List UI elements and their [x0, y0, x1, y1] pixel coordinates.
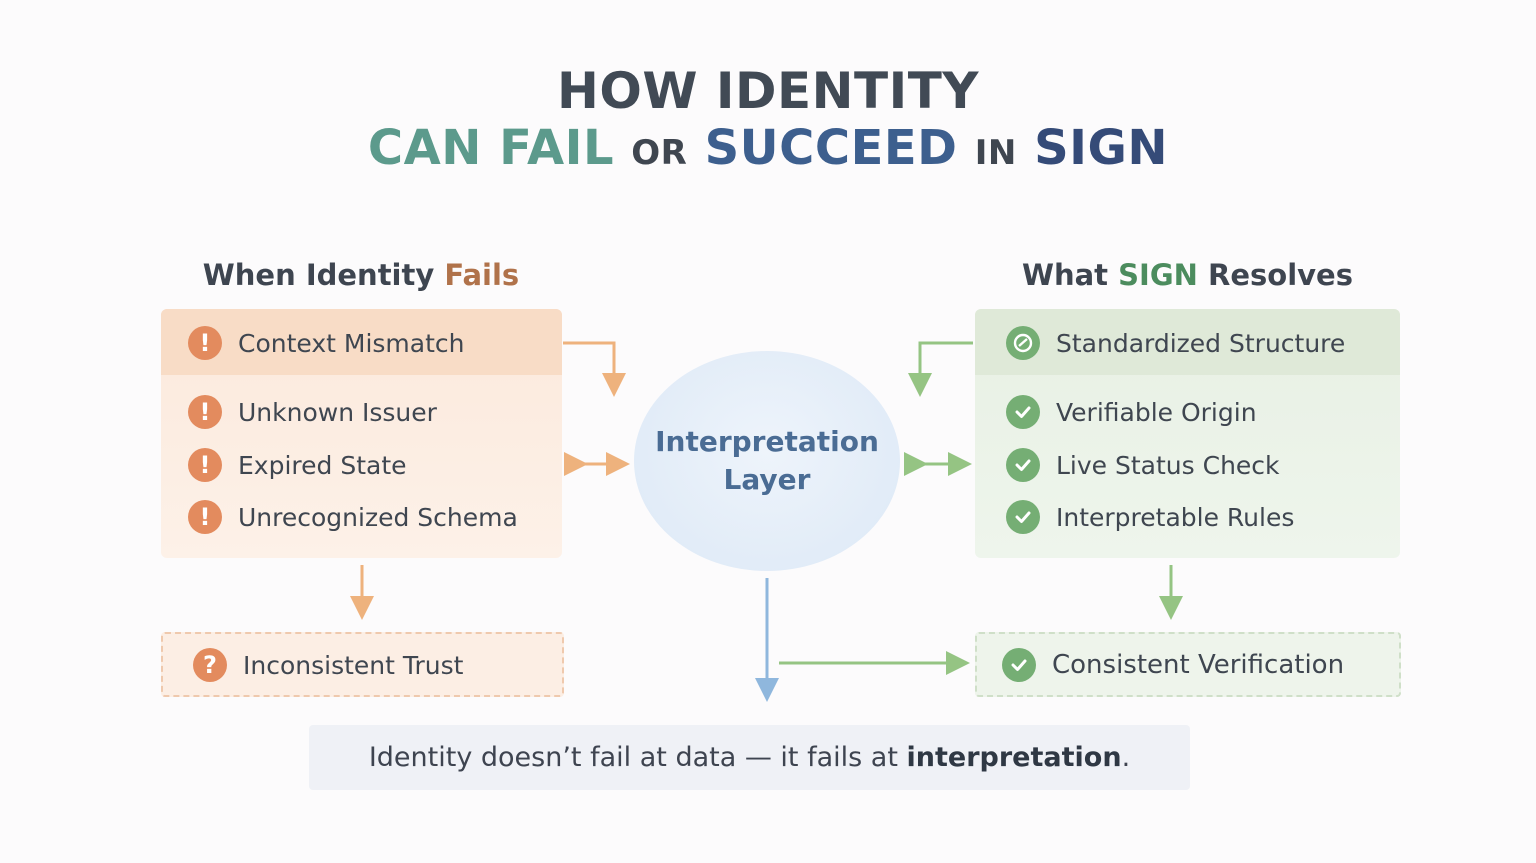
check-circle-icon [1006, 326, 1040, 360]
resolution-item: Live Status Check [1006, 445, 1280, 485]
arrow-right-top [908, 341, 973, 397]
inconsistent-trust-label: Inconsistent Trust [243, 650, 464, 680]
left-heading-accent: Fails [444, 258, 520, 292]
title-line-1: HOW IDENTITY [556, 62, 980, 120]
resolution-item: Standardized Structure [1006, 323, 1345, 363]
left-heading: When Identity Fails [160, 258, 562, 292]
resolution-item: Verifiable Origin [1006, 392, 1257, 432]
checkmark-icon [1002, 648, 1036, 682]
resolution-item-label: Standardized Structure [1056, 328, 1346, 358]
consistent-verification-label: Consistent Verification [1052, 650, 1345, 680]
consistent-verification-label-row: Consistent Verification [1002, 645, 1344, 685]
warning-icon: ! [188, 448, 222, 482]
inconsistent-trust-box [161, 632, 564, 697]
interpretation-layer-node: Interpretation Layer [634, 351, 900, 571]
right-heading: What SIGN Resolves [975, 258, 1400, 292]
resolution-item-label: Live Status Check [1056, 450, 1280, 480]
interpretation-label-line1: Interpretation [655, 425, 879, 458]
resolution-item-label: Interpretable Rules [1056, 502, 1295, 532]
title-sign: SIGN [1034, 120, 1169, 176]
warning-icon: ! [188, 326, 222, 360]
failure-item: ! Context Mismatch [188, 323, 465, 363]
right-heading-accent: SIGN [1118, 258, 1198, 292]
checkmark-icon [1006, 395, 1040, 429]
right-heading-suffix: Resolves [1208, 258, 1353, 292]
resolution-item-label: Verifiable Origin [1056, 397, 1257, 427]
right-heading-prefix: What [1021, 258, 1109, 292]
resolution-item: Interpretable Rules [1006, 497, 1294, 537]
failure-panel [161, 309, 562, 558]
question-icon: ? [193, 648, 227, 682]
quote-emphasis: interpretation [906, 742, 1122, 773]
interpretation-layer-label: Interpretation Layer [655, 423, 879, 499]
arrow-left-top [563, 341, 626, 397]
quote-text: Identity doesn’t fail at data — it fails… [368, 742, 898, 773]
interpretation-label-line2: Layer [723, 463, 811, 496]
failure-item-label: Unknown Issuer [238, 397, 437, 427]
failure-item: ! Unknown Issuer [188, 392, 437, 432]
quote-end: . [1121, 742, 1131, 773]
consistent-verification-box [975, 632, 1401, 697]
inconsistent-trust-label-row: ? Inconsistent Trust [193, 645, 463, 685]
failure-item-label: Unrecognized Schema [238, 502, 518, 532]
failure-item-label: Expired State [238, 450, 407, 480]
warning-icon: ! [188, 395, 222, 429]
checkmark-icon [1006, 448, 1040, 482]
title-line-2: CAN FAIL OR SUCCEED IN SIGN [0, 120, 1536, 176]
failure-item: ! Unrecognized Schema [188, 497, 518, 537]
title-or: OR [631, 133, 688, 173]
title-can-fail: CAN FAIL [367, 120, 615, 176]
summary-quote: Identity doesn’t fail at data — it fails… [309, 725, 1190, 790]
left-heading-prefix: When Identity [202, 258, 435, 292]
title-succeed: SUCCEED [704, 120, 958, 176]
failure-item: ! Expired State [188, 445, 407, 485]
resolution-panel [975, 309, 1400, 558]
failure-item-label: Context Mismatch [238, 328, 465, 358]
title-in: IN [974, 133, 1017, 173]
checkmark-icon [1006, 500, 1040, 534]
warning-icon: ! [188, 500, 222, 534]
